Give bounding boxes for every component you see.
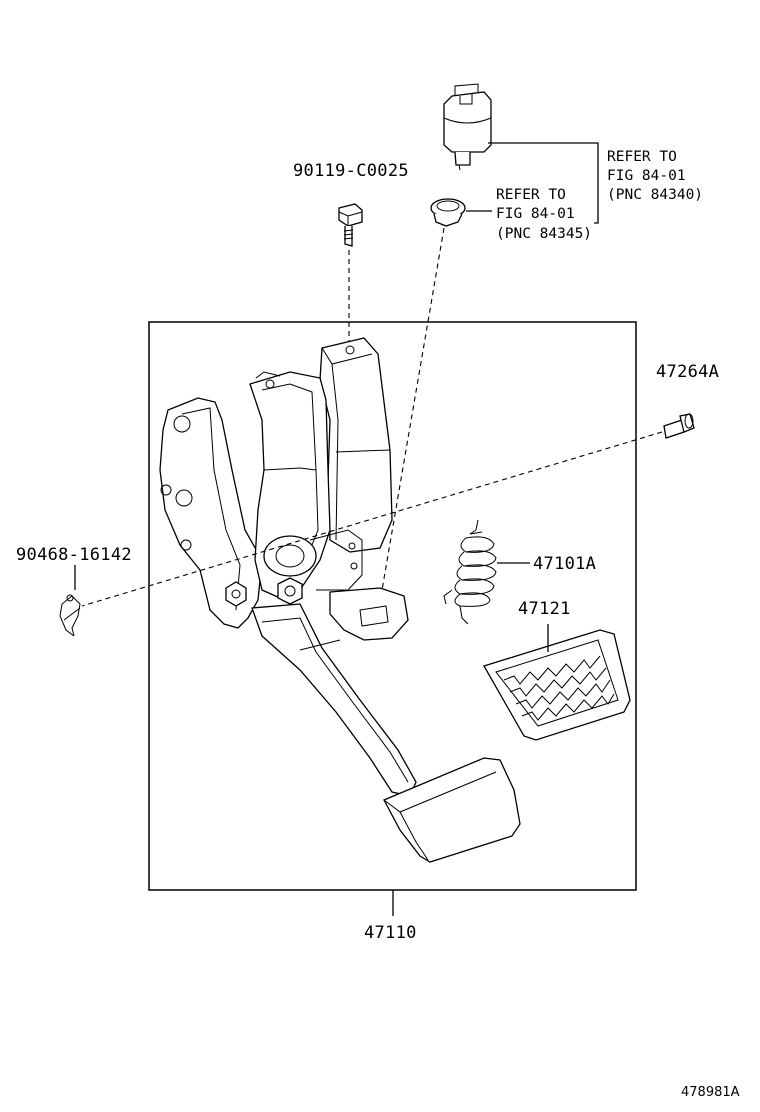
ref-cushion-line1: REFER TO <box>496 187 566 203</box>
ref-switch-line3: (PNC 84340) <box>607 187 703 203</box>
ref-switch-line1: REFER TO <box>607 149 677 165</box>
ref-cushion-line2: FIG 84-01 <box>496 206 575 222</box>
clip-90468 <box>59 594 81 637</box>
return-spring-47101 <box>443 519 497 625</box>
ref-switch-line2: FIG 84-01 <box>607 168 686 184</box>
bolt-90119 <box>338 203 363 247</box>
stop-lamp-switch <box>443 83 492 171</box>
part-number-90468: 90468-16142 <box>16 545 132 565</box>
cushion-dash <box>380 227 445 597</box>
pin-47264-dash <box>81 431 663 607</box>
brake-pedal-assembly <box>159 337 521 863</box>
pedal-pad-47121 <box>483 629 631 741</box>
illustration-id: 478981A <box>681 1085 740 1100</box>
pedal-cushion <box>430 198 466 227</box>
switch-ref-bracket <box>488 142 599 224</box>
part-number-47264: 47264A <box>656 362 719 382</box>
part-number-47121: 47121 <box>518 599 571 619</box>
ref-cushion-line3: (PNC 84345) <box>496 226 592 242</box>
pin-47264 <box>663 413 695 439</box>
part-number-90119: 90119-C0025 <box>293 161 409 181</box>
part-number-47110: 47110 <box>364 923 417 943</box>
part-number-47101: 47101A <box>533 554 596 574</box>
